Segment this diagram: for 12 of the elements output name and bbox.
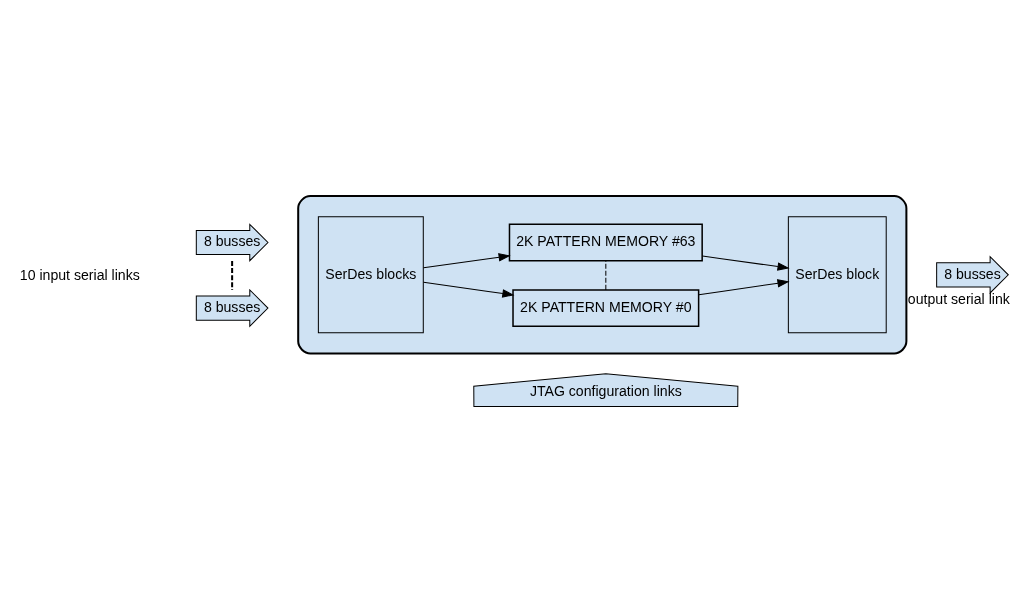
connector	[605, 260, 607, 290]
node-box: 2K PATTERN MEMORY #0	[512, 288, 700, 327]
node-box: 2K PATTERN MEMORY #63	[508, 223, 703, 261]
arrow	[698, 278, 790, 295]
node-box: SerDes blocks	[317, 215, 424, 333]
label: 10 input serial links	[19, 266, 140, 283]
arrow	[701, 254, 790, 271]
connector	[231, 260, 234, 290]
arrow	[423, 252, 511, 268]
node-box: SerDes block	[787, 215, 887, 333]
arrow	[423, 281, 515, 298]
cluster	[297, 194, 908, 354]
